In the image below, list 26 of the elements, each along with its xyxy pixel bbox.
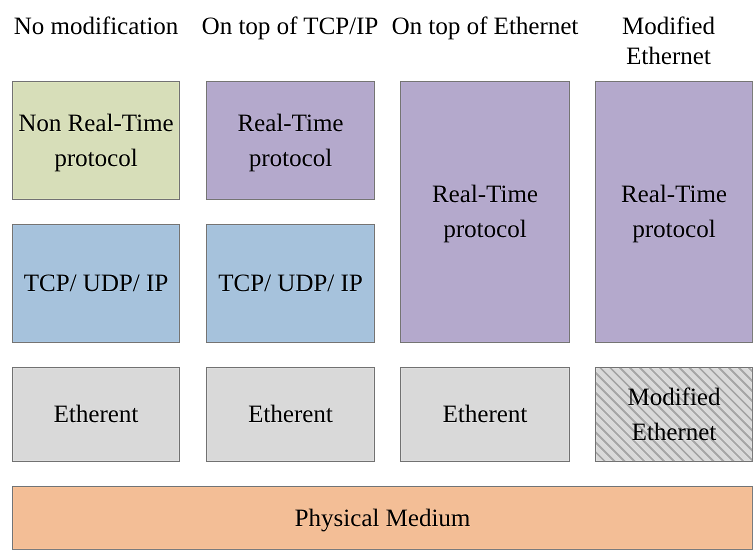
layer-label: Etherent <box>54 400 138 430</box>
layer-label: Etherent <box>248 400 333 430</box>
transport-box <box>12 224 180 343</box>
ethernet-box <box>400 367 570 462</box>
protocol-box <box>206 81 375 200</box>
layer-label: Non Real-Time protocol <box>17 108 175 174</box>
ethernet-box <box>206 367 375 462</box>
layer-label: TCP/ UDP/ IP <box>218 269 363 299</box>
protocol-box <box>595 81 753 343</box>
column-heading: No modification <box>12 12 180 42</box>
column-heading: On top of Ethernet <box>390 12 580 42</box>
ethernet-box <box>595 367 753 462</box>
layer-label: Modified Ethernet <box>626 382 722 448</box>
medium-box <box>12 486 753 550</box>
column-heading: Modified Ethernet <box>620 12 716 72</box>
ethernet-box <box>12 367 180 462</box>
layer-label: Real-Time protocol <box>620 180 728 245</box>
column-heading: On top of TCP/IP <box>200 12 380 42</box>
transport-box <box>206 224 375 343</box>
layer-label: TCP/ UDP/ IP <box>24 269 168 299</box>
layer-label: Real-Time protocol <box>430 180 540 245</box>
protocol-box <box>12 81 180 200</box>
protocol-box <box>400 81 570 343</box>
layer-label: Etherent <box>442 400 528 430</box>
layer-label: Real-Time protocol <box>236 108 345 174</box>
layer-label: Physical Medium <box>294 504 470 534</box>
